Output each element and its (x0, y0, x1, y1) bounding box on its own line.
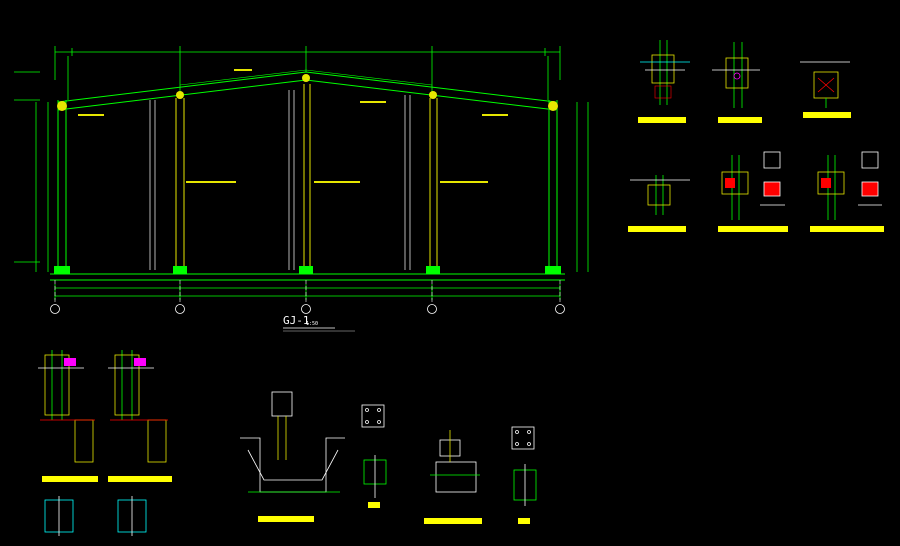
detail-1 (640, 40, 690, 105)
detail-1-caption-mark (638, 117, 686, 123)
axis-bubble-1 (50, 304, 60, 314)
detail-3-caption-mark (803, 112, 851, 118)
end-columns (57, 100, 558, 272)
detail-5 (721, 151, 785, 220)
detail-11 (361, 404, 387, 498)
detail-8-caption-mark (108, 476, 172, 482)
detail-4 (630, 175, 690, 215)
axis-bubble-3 (301, 304, 311, 314)
column-bases (54, 266, 561, 274)
side-dimensions (14, 71, 589, 272)
wind-columns (149, 90, 411, 270)
detail-12 (430, 430, 480, 493)
detail-10 (240, 391, 345, 493)
axis-bubble-4 (427, 304, 437, 314)
detail-3 (800, 61, 850, 108)
axis-bubbles (50, 304, 565, 314)
axis-bubble-2 (175, 304, 185, 314)
detail-13-caption-mark (518, 518, 530, 524)
detail-6-caption-mark (810, 226, 884, 232)
detail-row-2 (628, 151, 884, 232)
detail-4-caption-mark (628, 226, 686, 232)
detail-8 (108, 350, 168, 463)
detail-6 (817, 151, 882, 220)
frame-title: GJ-1 (283, 314, 310, 327)
frame-joints (57, 74, 558, 111)
detail-2-caption-mark (718, 117, 762, 123)
top-dimension-chain (54, 46, 561, 100)
detail-9 (44, 496, 147, 536)
detail-7-caption-mark (42, 476, 98, 482)
interior-columns (175, 84, 438, 272)
detail-5-caption-mark (718, 226, 788, 232)
detail-row-1 (638, 40, 851, 123)
portal-frame-elevation: GJ-1 1:50 (14, 46, 589, 332)
detail-12-caption-mark (424, 518, 482, 524)
detail-7 (38, 350, 95, 463)
detail-2 (712, 42, 760, 108)
detail-11-caption-mark (368, 502, 380, 508)
axis-bubble-5 (555, 304, 565, 314)
axis-lines (54, 280, 561, 304)
bottom-dimension-chain (54, 284, 561, 300)
member-callout-marks (78, 69, 508, 183)
detail-10-caption-mark (258, 516, 314, 522)
detail-13 (511, 426, 537, 506)
frame-scale: 1:50 (306, 321, 318, 327)
detail-row-3 (38, 350, 537, 536)
